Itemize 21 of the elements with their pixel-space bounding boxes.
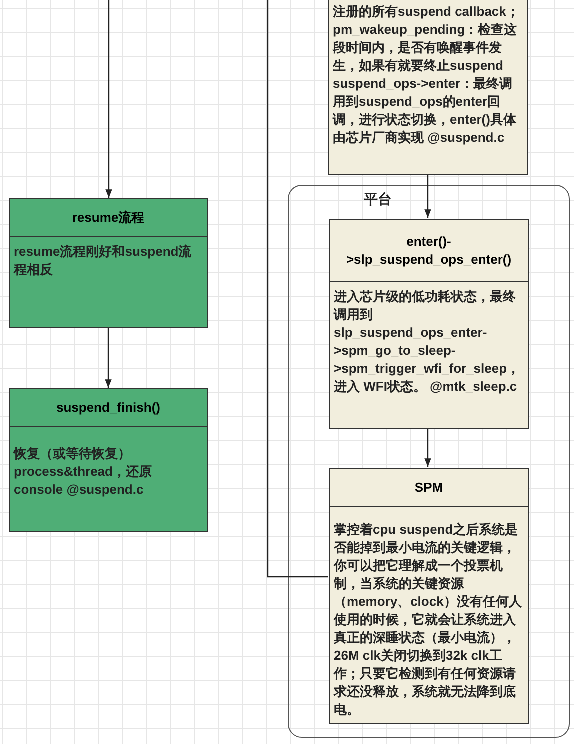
box-text: 进入芯片级的低功耗状态，最终调用到 slp_suspend_ops_enter->spm_go_to_sleep->spm_trigger_wfi_for_sleep，进入 WFI状态。 @mtk_sleep.c bbox=[332, 288, 522, 396]
process-box bbox=[329, 219, 529, 429]
box-heading: enter()->slp_suspend_ops_enter() bbox=[330, 220, 528, 282]
box-text: 恢复（或等待恢复）process&thread，还原 console @suspend.c bbox=[12, 445, 153, 499]
box-text: 注册的所有suspend callback；pm_wakeup_pending：检查这段时间内，是否有唤醒事件发生，如果有就要终止suspend suspend_ops->enter：最终调用到suspend_ops的enter回调，进行状态切换，enter()具体由芯片厂商实现 @suspend.c bbox=[332, 3, 520, 147]
box-heading: suspend_finish() bbox=[10, 389, 207, 427]
group-title: 平台 bbox=[364, 191, 392, 209]
arrow bbox=[424, 175, 432, 218]
process-box bbox=[328, 0, 528, 175]
process-box bbox=[9, 198, 208, 328]
group-frame bbox=[288, 185, 570, 738]
process-box bbox=[329, 468, 529, 724]
process-box bbox=[9, 388, 208, 532]
box-heading: resume流程 bbox=[10, 199, 207, 237]
arrow bbox=[424, 428, 432, 467]
box-heading: SPM bbox=[330, 469, 528, 507]
arrow bbox=[106, 0, 112, 198]
box-text: 掌控着cpu suspend之后系统是否能掉到最小电流的关键逻辑，你可以把它理解成一个投票机制，当系统的关键资源（memory、clock）没有任何人使用的时候，它就会让系统进入真正的深睡状态（最小电流），26M clk关闭切换到32k clk工作；只要它检测到有任何资源请求还没释放，系统就无法降到底电。 bbox=[332, 521, 523, 719]
box-text: resume流程刚好和suspend流程相反 bbox=[12, 243, 193, 279]
arrow bbox=[105, 328, 112, 388]
connector-line bbox=[267, 0, 328, 578]
